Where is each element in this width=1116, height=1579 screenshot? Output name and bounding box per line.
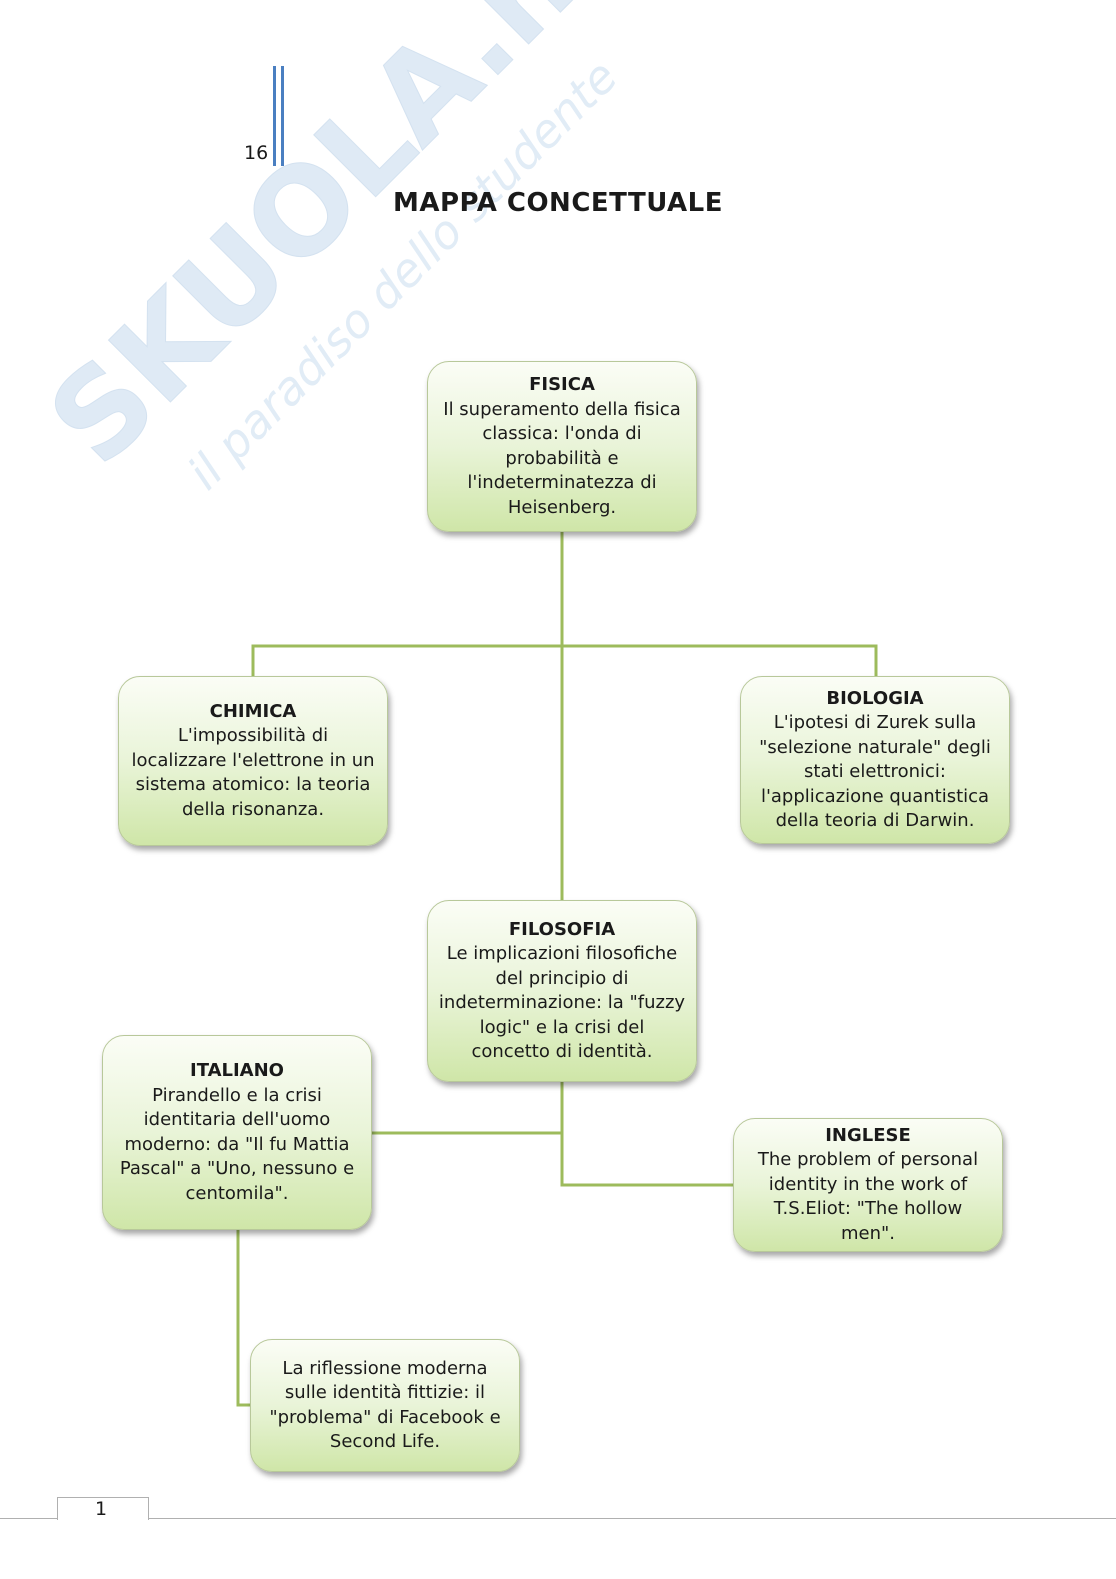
- header-page-number: 16: [244, 142, 269, 164]
- header-accent-bar: [281, 66, 284, 166]
- node-fisica: FISICA Il superamento della fisica class…: [427, 361, 697, 532]
- node-chimica-text: L'impossibilità di localizzare l'elettro…: [131, 725, 375, 820]
- node-inglese-title: INGLESE: [825, 1124, 911, 1146]
- connector-chimica: [251, 644, 562, 676]
- node-italiano: ITALIANO Pirandello e la crisi identitar…: [102, 1035, 372, 1230]
- header-accent-bar: [273, 66, 276, 166]
- node-chimica: CHIMICA L'impossibilità di localizzare l…: [118, 676, 388, 846]
- node-fisica-text: Il superamento della fisica classica: l'…: [443, 398, 681, 518]
- node-riflessione: La riflessione moderna sulle identità fi…: [250, 1339, 520, 1472]
- connector-italiano: [372, 1082, 564, 1135]
- node-biologia-title: BIOLOGIA: [826, 687, 924, 709]
- node-filosofia-text: Le implicazioni filosofiche del principi…: [438, 943, 686, 1062]
- connector-inglese: [560, 1133, 733, 1187]
- footer-tab: [57, 1497, 149, 1520]
- footer-page-number: 1: [95, 1498, 108, 1520]
- node-filosofia-title: FILOSOFIA: [508, 918, 616, 940]
- footer-line: [0, 1518, 1116, 1519]
- node-biologia-text: L'ipotesi di Zurek sulla "selezione natu…: [759, 712, 991, 831]
- node-fisica-title: FISICA: [529, 374, 595, 395]
- connector-biologia: [562, 644, 878, 676]
- page-title: MAPPA CONCETTUALE: [392, 188, 723, 218]
- connector-riflessione: [236, 1230, 250, 1407]
- node-filosofia: FILOSOFIA Le implicazioni filosofiche de…: [427, 900, 697, 1082]
- node-inglese: INGLESE The problem of personal identity…: [733, 1118, 1003, 1252]
- node-biologia: BIOLOGIA L'ipotesi di Zurek sulla "selez…: [740, 676, 1010, 844]
- node-riflessione-text: La riflessione moderna sulle identità fi…: [269, 1357, 501, 1453]
- node-italiano-title: ITALIANO: [190, 1060, 284, 1081]
- node-chimica-title: CHIMICA: [209, 700, 297, 722]
- node-italiano-text: Pirandello e la crisi identitaria dell'u…: [119, 1084, 355, 1204]
- node-inglese-text: The problem of personal identity in the …: [757, 1149, 979, 1244]
